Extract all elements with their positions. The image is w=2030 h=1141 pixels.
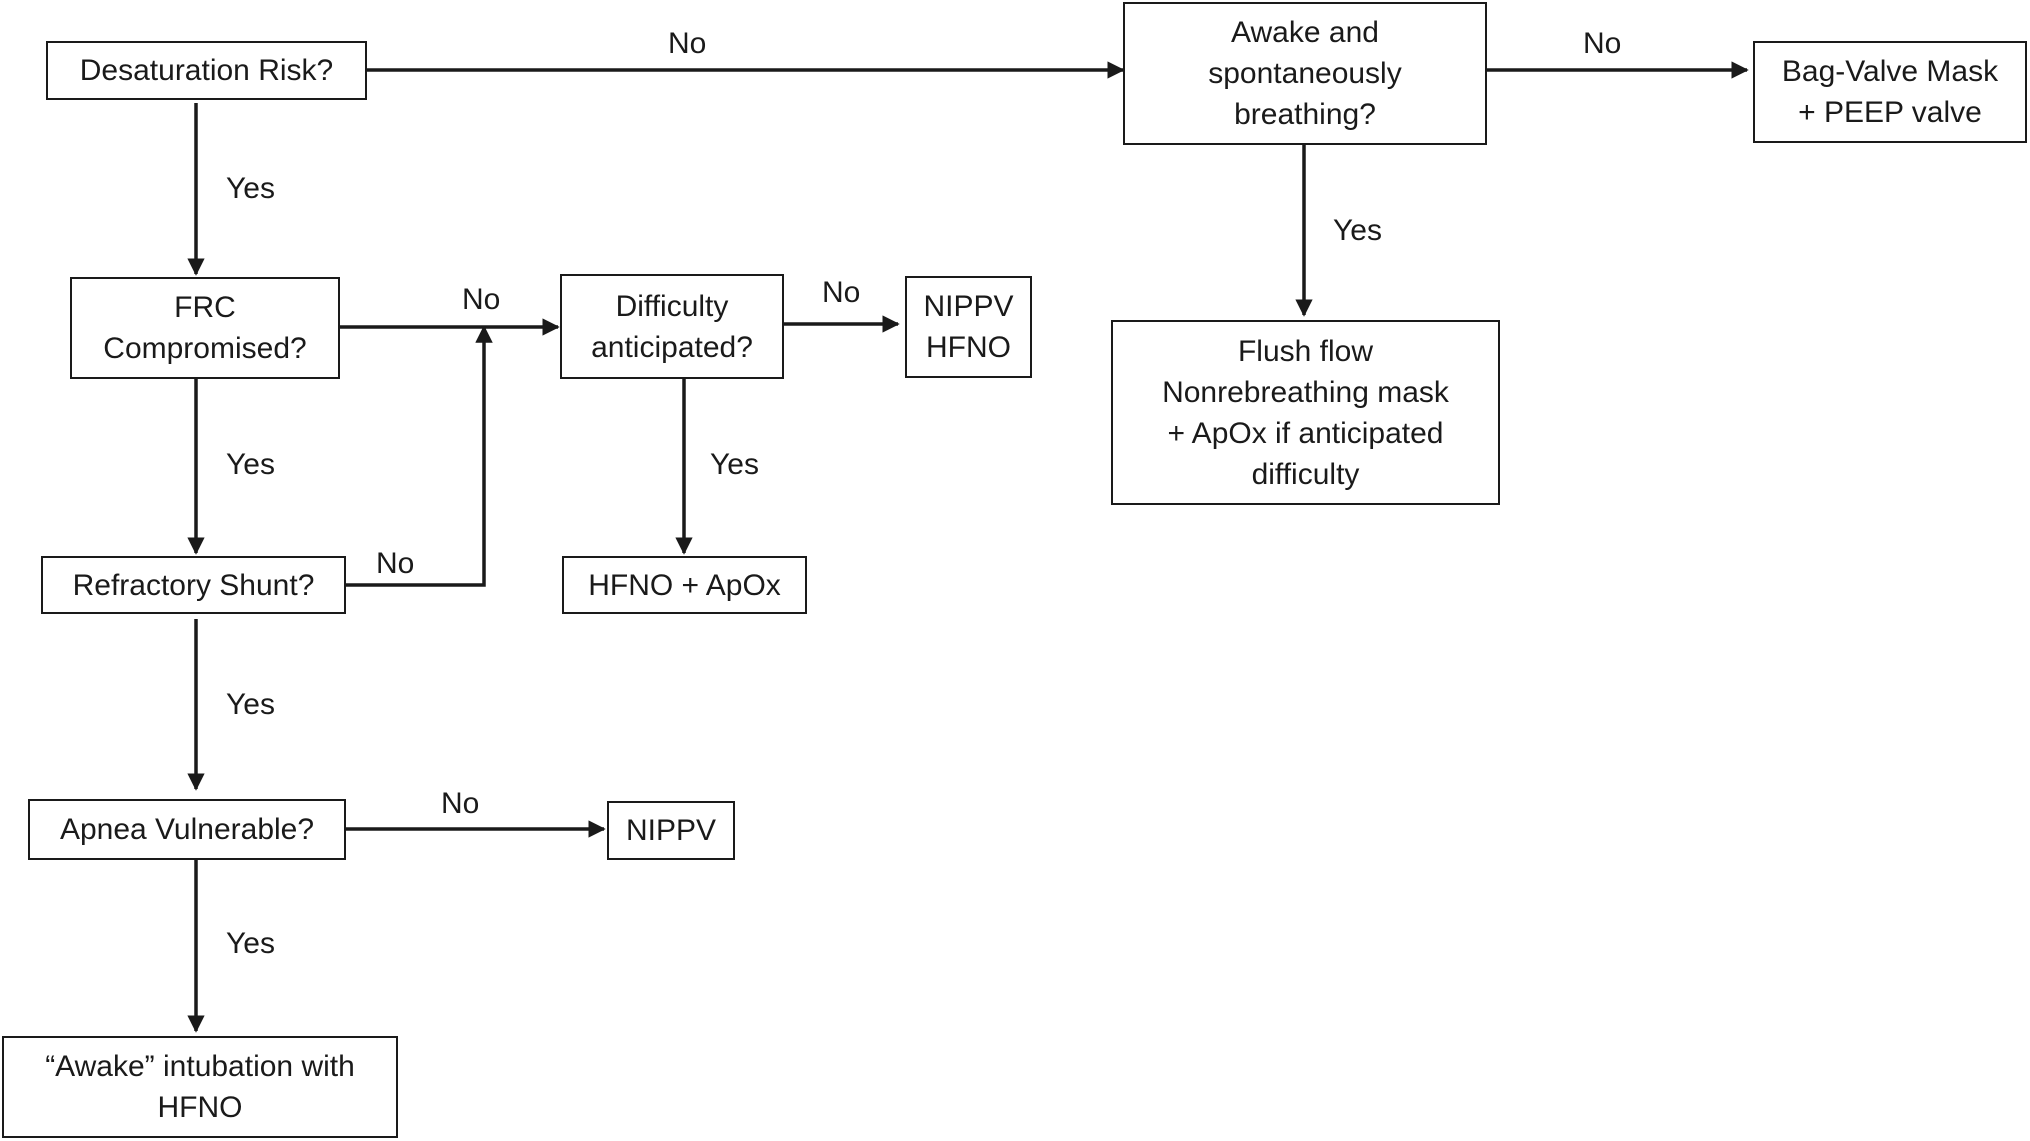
node-awake-spontaneously-breathing-label: Awake and spontaneously breathing? [1208, 16, 1402, 131]
node-awake-intubation-hfno-label: “Awake” intubation with HFNO [45, 1050, 355, 1124]
node-bag-valve-mask: Bag-Valve Mask + PEEP valve [1753, 41, 2027, 143]
node-nippv-label: NIPPV [625, 814, 717, 847]
node-bag-valve-mask-label: Bag-Valve Mask + PEEP valve [1781, 55, 1999, 129]
node-nippv-hfno-label: NIPPV HFNO [923, 290, 1014, 364]
node-frc-compromised: FRC Compromised? [70, 277, 340, 379]
label-desat-yes: Yes [226, 172, 275, 205]
label-apnea-yes: Yes [226, 927, 275, 960]
label-frc-no: No [462, 283, 501, 316]
label-frc-yes: Yes [226, 448, 275, 481]
label-refractory-yes: Yes [226, 688, 275, 721]
node-hfno-apox: HFNO + ApOx [562, 556, 807, 614]
label-apnea-no: No [441, 787, 480, 820]
node-desaturation-risk: Desaturation Risk? [46, 41, 367, 100]
node-refractory-shunt-label: Refractory Shunt? [72, 568, 315, 602]
node-difficulty-anticipated-label: Difficulty anticipated? [591, 289, 753, 364]
node-apnea-vulnerable-label: Apnea Vulnerable? [59, 813, 315, 846]
label-refractory-no: No [376, 547, 415, 580]
label-difficulty-yes: Yes [710, 448, 759, 481]
node-nippv: NIPPV [607, 801, 735, 860]
node-flush-flow-label: Flush flow Nonrebreathing mask + ApOx if… [1162, 334, 1449, 491]
node-awake-intubation-hfno: “Awake” intubation with HFNO [2, 1036, 398, 1138]
label-awake-no: No [1583, 27, 1622, 60]
node-frc-compromised-label: FRC Compromised? [103, 291, 307, 365]
node-difficulty-anticipated: Difficulty anticipated? [560, 274, 784, 379]
label-difficulty-no: No [822, 276, 861, 309]
edge-refractory-no-to-difficulty [346, 325, 493, 587]
node-hfno-apox-label: HFNO + ApOx [588, 568, 781, 602]
node-awake-spontaneously-breathing: Awake and spontaneously breathing? [1123, 2, 1487, 145]
node-nippv-hfno: NIPPV HFNO [905, 276, 1032, 378]
node-desaturation-risk-label: Desaturation Risk? [79, 54, 334, 87]
label-desat-no: No [668, 27, 707, 60]
node-flush-flow: Flush flow Nonrebreathing mask + ApOx if… [1111, 320, 1500, 505]
label-awake-yes: Yes [1333, 214, 1382, 247]
node-refractory-shunt: Refractory Shunt? [41, 556, 346, 614]
node-apnea-vulnerable: Apnea Vulnerable? [28, 799, 346, 860]
